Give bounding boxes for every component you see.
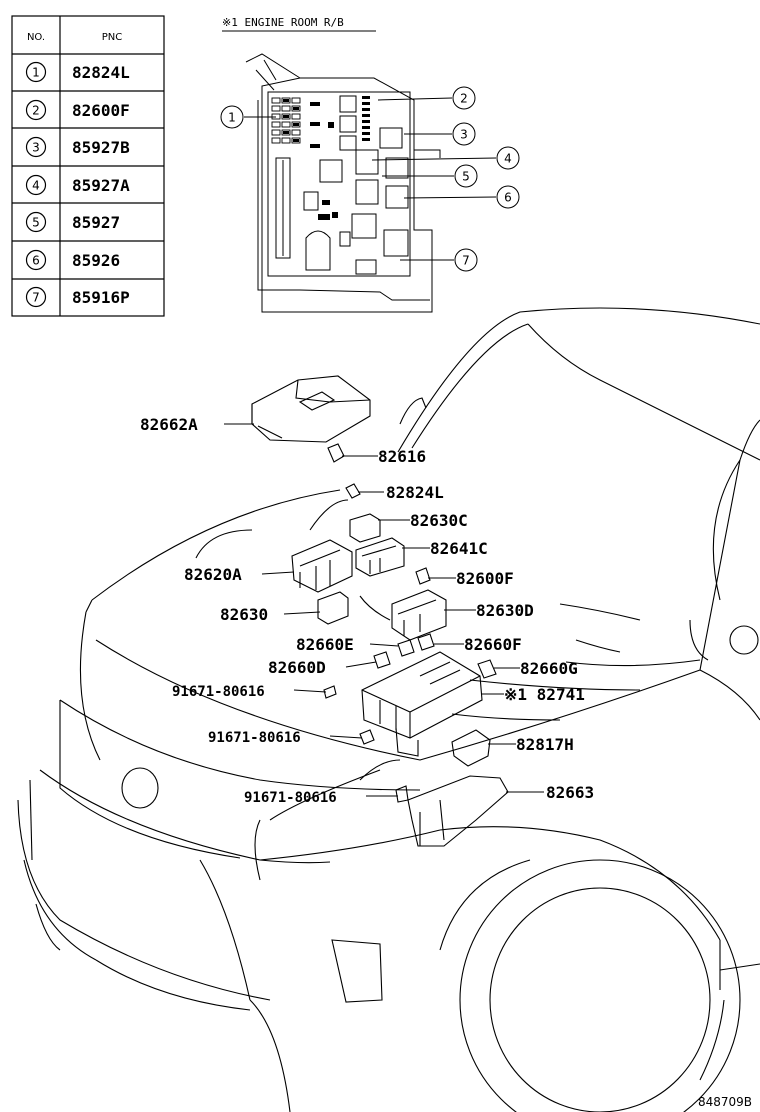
label-82660G: 82660G	[520, 659, 578, 678]
row-5-pnc: 85927	[72, 213, 120, 232]
inset-callout-7: 7	[462, 254, 470, 268]
row-4-pnc: 85927A	[72, 176, 130, 195]
label-82660D: 82660D	[268, 658, 326, 677]
label-82600F: 82600F	[456, 569, 514, 588]
label-82817H: 82817H	[516, 735, 574, 754]
label-82824L: 82824L	[386, 483, 444, 502]
label-91671-80616-a: 91671-80616	[172, 684, 265, 700]
inset-callout-2: 2	[460, 92, 468, 106]
diagram-code: 848709B	[698, 1095, 752, 1109]
label-82641C: 82641C	[430, 539, 488, 558]
row-1-no: 1	[32, 66, 40, 80]
table-header-pnc: PNC	[102, 32, 123, 43]
label-91671-80616-b: 91671-80616	[208, 730, 301, 746]
row-3-no: 3	[32, 141, 40, 155]
inset-callout-3: 3	[460, 128, 468, 142]
label-82660F: 82660F	[464, 635, 522, 654]
label-82741: ※1 82741	[504, 685, 585, 704]
inset-callouts	[220, 86, 520, 272]
inset-callout-4: 4	[504, 152, 512, 166]
row-2-pnc: 82600F	[72, 101, 130, 120]
row-7-no: 7	[32, 291, 40, 305]
part-drawings	[251, 375, 509, 847]
row-2-no: 2	[32, 104, 40, 118]
inset-callout-6: 6	[504, 191, 512, 205]
leader-lines	[224, 423, 544, 797]
label-82630: 82630	[220, 605, 268, 624]
pnc-table	[11, 15, 165, 317]
row-3-pnc: 85927B	[72, 138, 130, 157]
label-82620A: 82620A	[184, 565, 242, 584]
inset-callout-1: 1	[228, 111, 236, 125]
label-82616: 82616	[378, 447, 426, 466]
row-1-pnc: 82824L	[72, 63, 130, 82]
row-5-no: 5	[32, 216, 40, 230]
row-6-pnc: 85926	[72, 251, 120, 270]
label-82662A: 82662A	[140, 415, 198, 434]
row-7-pnc: 85916P	[72, 288, 130, 307]
label-82630C: 82630C	[410, 511, 468, 530]
label-82663: 82663	[546, 783, 594, 802]
label-82630D: 82630D	[476, 601, 534, 620]
vehicle-outline	[17, 307, 760, 1112]
row-6-no: 6	[32, 254, 40, 268]
table-header-no: NO.	[27, 32, 45, 43]
row-4-no: 4	[32, 179, 40, 193]
label-91671-80616-c: 91671-80616	[244, 790, 337, 806]
inset-title: ※1 ENGINE ROOM R/B	[222, 16, 344, 29]
inset-callout-5: 5	[462, 170, 470, 184]
relay-block-drawing	[245, 53, 441, 313]
label-82660E: 82660E	[296, 635, 354, 654]
